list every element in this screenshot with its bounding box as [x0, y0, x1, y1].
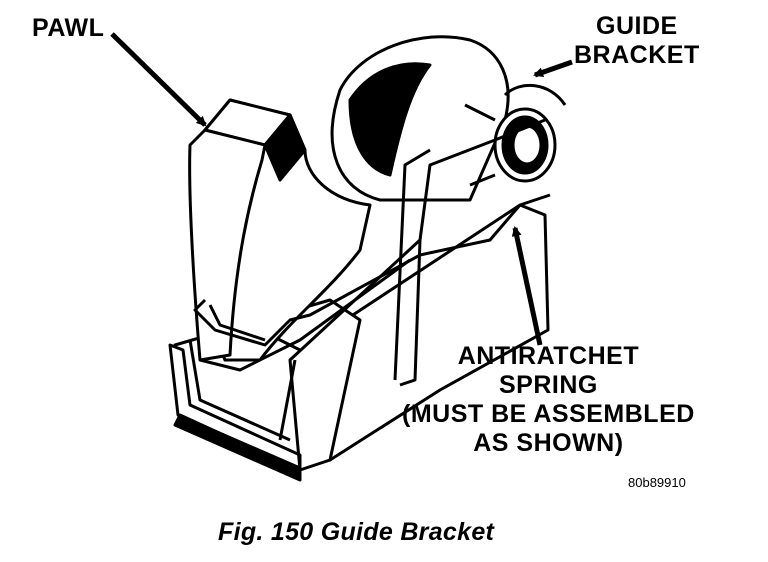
spring-leader-arrow	[511, 226, 543, 346]
figure-caption: Fig. 150 Guide Bracket	[218, 518, 495, 546]
reference-code: 80b89910	[628, 475, 686, 490]
spring-label-line-3: (MUST BE ASSEMBLED	[402, 400, 695, 428]
guide-bracket-leader-arrow	[533, 59, 573, 78]
leader-arrows	[110, 32, 573, 346]
antiratchet-spring-wire	[193, 118, 551, 471]
spring-label-line-2: SPRING	[498, 371, 598, 399]
spring-label-line-4: AS SHOWN)	[473, 429, 624, 457]
spring-label-line-1: ANTIRATCHET	[457, 342, 640, 370]
antiratchet-spring-label: ANTIRATCHET SPRING (MUST BE ASSEMBLED AS…	[402, 344, 695, 460]
pawl-leader-arrow	[110, 32, 207, 127]
pawl	[188, 35, 510, 362]
guide-bracket-label-line-1: GUIDE	[596, 12, 678, 40]
pawl-label: PAWL	[32, 14, 105, 42]
guide-bracket-label: GUIDE BRACKET	[574, 14, 700, 72]
guide-bracket-label-line-2: BRACKET	[574, 41, 700, 69]
